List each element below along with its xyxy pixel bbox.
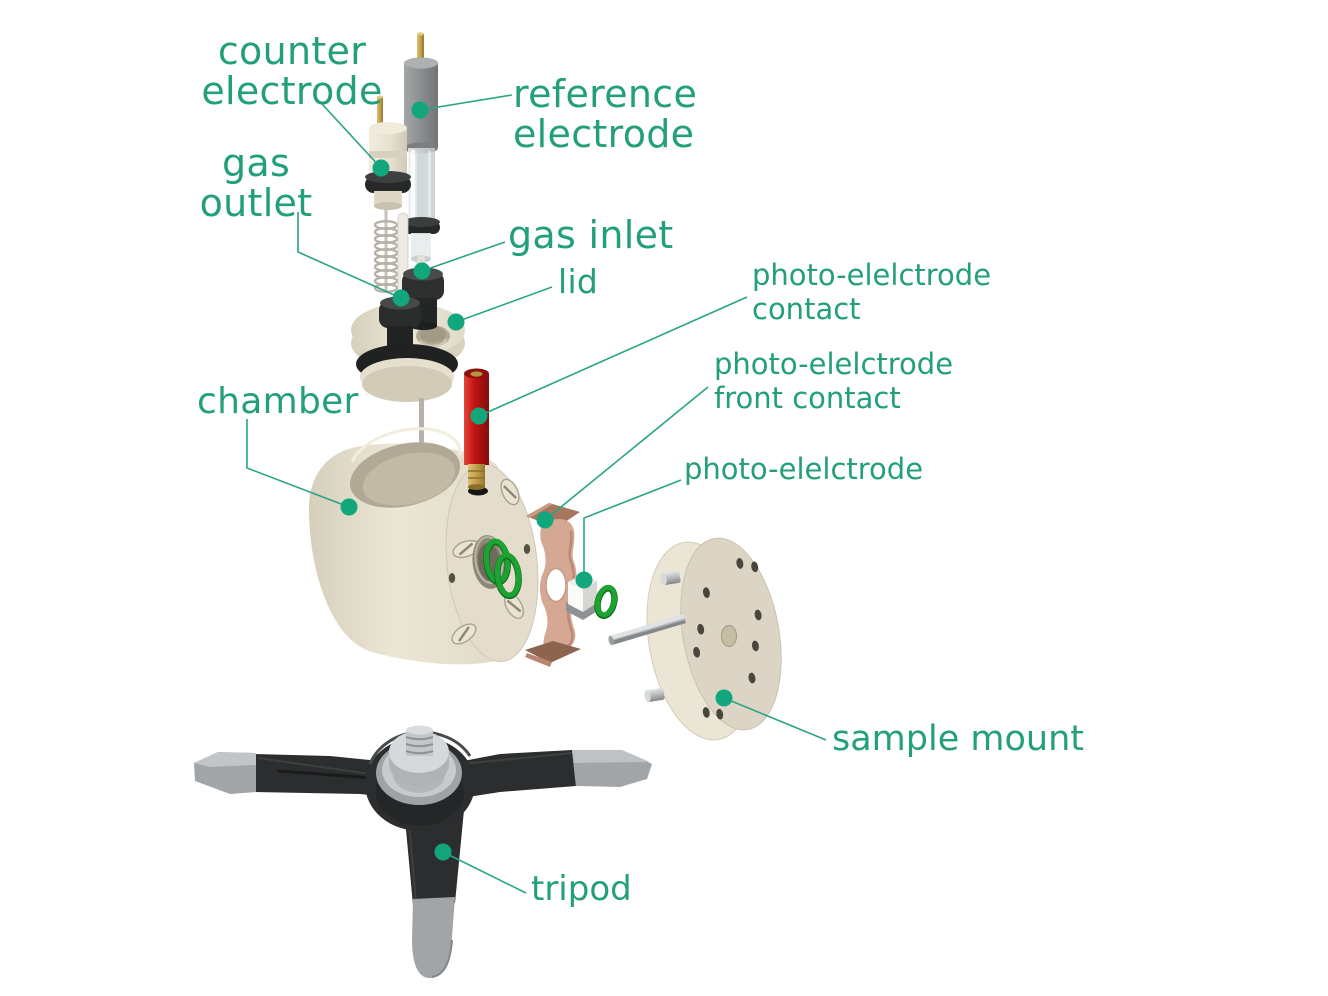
label-counter-electrode: counter electrode <box>201 29 383 113</box>
leader-chamber <box>246 419 350 508</box>
leader-counter-electrode <box>321 103 382 169</box>
spring-illustration <box>373 206 399 294</box>
marker-dots <box>340 101 733 861</box>
label-tripod: tripod <box>531 869 632 909</box>
leader-gas-outlet <box>297 212 402 299</box>
marker-photo-electrode <box>575 571 593 589</box>
leader-tripod <box>442 851 527 894</box>
leader-photo-electrode-front-contact <box>544 386 709 521</box>
marker-gas-inlet <box>413 262 431 280</box>
label-chamber: chamber <box>197 381 359 422</box>
leader-sample-mount <box>723 697 827 741</box>
label-photo-electrode-contact: photo-elelctrode contact <box>752 258 992 326</box>
marker-gas-outlet <box>392 289 410 307</box>
marker-photo-electrode-front-contact <box>536 511 554 529</box>
tripod-illustration <box>194 725 652 979</box>
reference-electrode-illustration <box>403 32 440 281</box>
label-lid: lid <box>558 262 599 301</box>
label-photo-electrode: photo-elelctrode <box>684 452 924 486</box>
marker-chamber <box>340 498 358 516</box>
marker-photo-electrode-contact <box>470 407 488 425</box>
label-reference-electrode: reference electrode <box>513 72 698 156</box>
marker-counter-electrode <box>372 159 390 177</box>
lid-illustration <box>351 258 465 446</box>
marker-tripod <box>434 843 452 861</box>
label-sample-mount: sample mount <box>832 719 1084 759</box>
leader-lines <box>246 94 827 894</box>
photo-electrode-front-contact-illustration <box>525 503 581 667</box>
o-ring-illustration <box>594 584 618 619</box>
marker-reference-electrode <box>411 101 429 119</box>
label-photo-electrode-front-contact: photo-elelctrode front contact <box>714 347 954 415</box>
sample-mount-illustration <box>608 537 782 741</box>
label-gas-inlet: gas inlet <box>508 213 674 257</box>
marker-sample-mount <box>715 689 733 707</box>
label-gas-outlet: gas outlet <box>199 141 313 225</box>
leader-photo-electrode-contact <box>478 296 748 417</box>
leader-gas-inlet <box>421 241 506 272</box>
leader-photo-electrode <box>583 479 682 578</box>
marker-lid <box>447 313 465 331</box>
leader-lid <box>455 286 553 323</box>
leader-reference-electrode <box>419 94 513 111</box>
chamber-illustration <box>308 427 539 665</box>
